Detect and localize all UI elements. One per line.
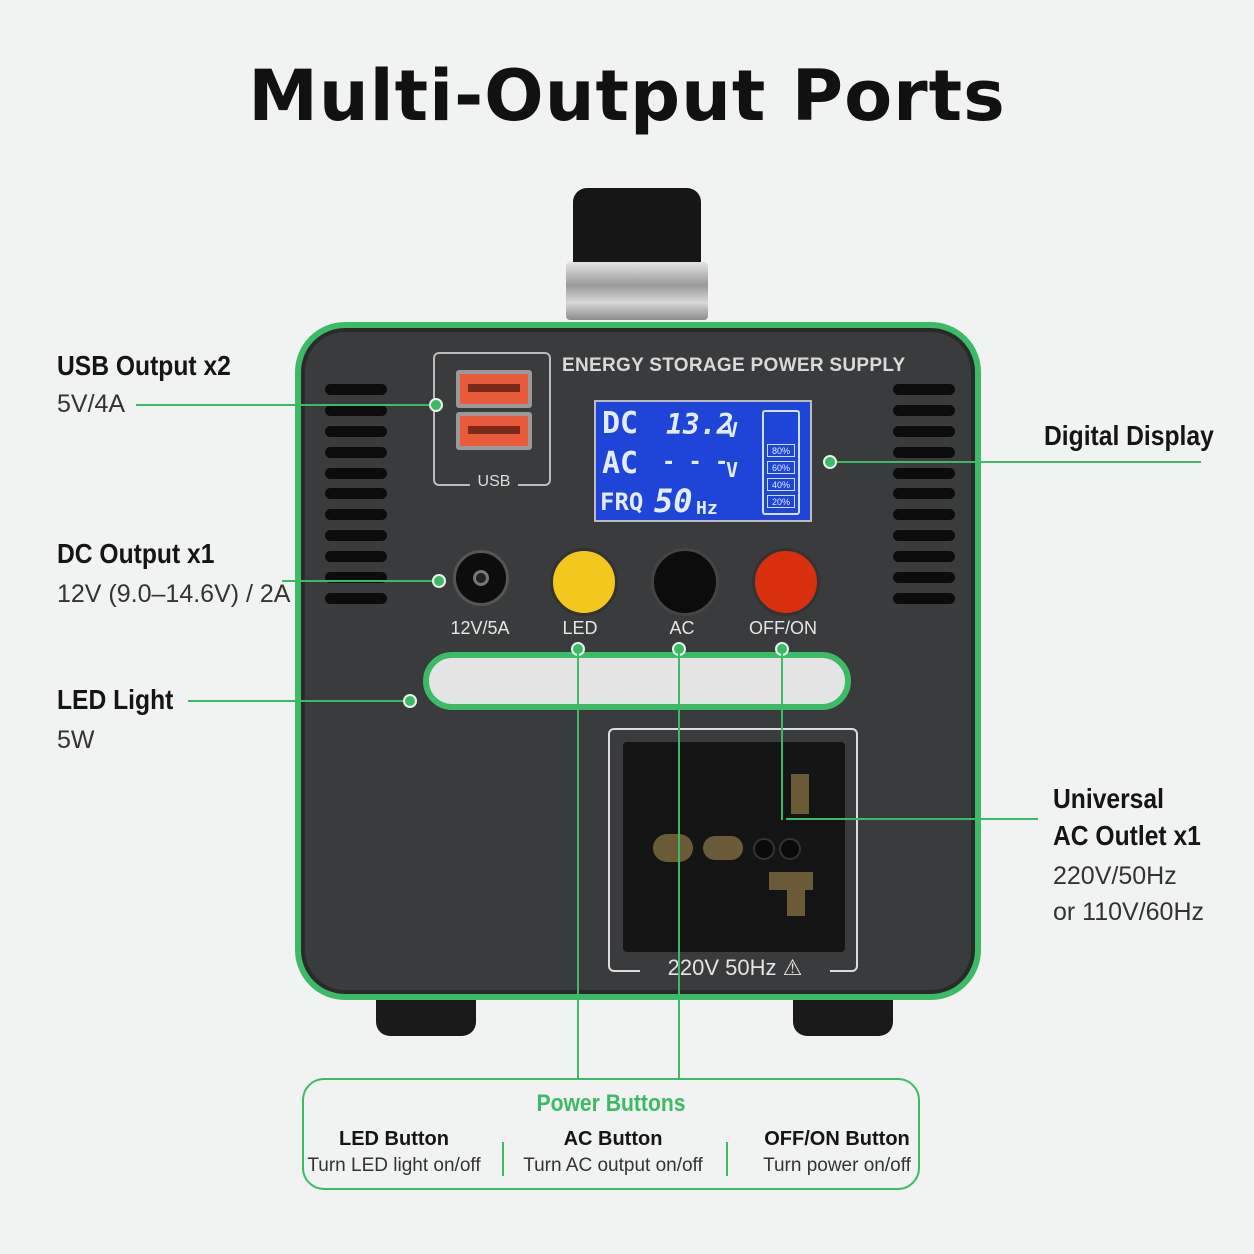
ac-button-desc: Turn AC output on/off [523,1155,703,1176]
vent-right [893,384,955,604]
ac-button-label: AC [669,618,695,638]
ac-button-leader [678,650,680,1080]
power-button-info: OFF/ON Button Turn power on/off [737,1128,937,1177]
ac-callout-title-2: AC Outlet x1 [1053,820,1201,851]
ac-callout-spec-2: or 110V/60Hz [1053,898,1205,926]
display-callout-dot [823,455,837,469]
ac-callout-line [786,818,1038,820]
ac-button-name: AC Button [563,1128,663,1150]
led-callout-dot [403,694,417,708]
dc-callout-line [282,580,437,582]
usb-port-label: USB [470,473,518,491]
battery-level-40: 40% [767,478,795,491]
digital-display: DC 13.2 V AC - - - V FRQ 50 Hz [594,400,812,522]
power-button-desc: Turn power on/off [763,1155,911,1176]
lcd-dc-unit: V [726,418,739,442]
ac-callout-title-1: Universal [1053,783,1164,814]
battery-level-80: 80% [767,444,795,457]
led-callout-spec: 5W [57,726,95,754]
power-button-label: OFF/ON [749,618,817,638]
led-callout-title: LED Light [57,684,174,715]
ac-outlet-label: 220V 50Hz ⚠ [640,955,830,981]
lcd-frq-unit: Hz [696,498,718,519]
usb-callout-spec: 5V/4A [57,390,126,418]
led-button[interactable] [550,548,618,616]
power-button-leader [781,650,783,820]
panel-divider-1 [502,1142,504,1176]
lcd-ac-label: AC [602,446,639,481]
brand-text: ENERGY STORAGE POWER SUPPLY [562,355,906,376]
battery-level-20: 20% [767,495,795,508]
dc-output-jack[interactable] [453,550,509,606]
panel-divider-2 [726,1142,728,1176]
lcd-ac-unit: V [726,458,739,482]
power-button[interactable] [752,548,820,616]
power-buttons-title: Power Buttons [536,1090,686,1117]
page-title: Multi-Output Ports [248,55,1006,137]
lcd-frq-value: 50 [654,482,693,520]
lcd-ac-value: - - - [662,450,729,475]
led-button-label: LED [562,618,598,638]
dc-callout-dot [432,574,446,588]
dc-jack-label: 12V/5A [450,618,510,638]
lcd-frq-label: FRQ [600,488,644,516]
led-button-leader [577,650,579,1080]
ac-callout-spec-1: 220V/50Hz [1053,862,1177,890]
dc-callout-spec: 12V (9.0–14.6V) / 2A [57,580,291,608]
led-callout-line [188,700,410,702]
usb-port-2[interactable] [456,412,532,450]
ac-button[interactable] [651,548,719,616]
power-buttons-panel [302,1078,920,1190]
display-callout-line [832,461,1201,463]
led-button-name: LED Button [339,1128,449,1150]
lcd-dc-label: DC [602,406,639,441]
usb-port-1[interactable] [456,370,532,408]
battery-level-60: 60% [767,461,795,474]
power-button-name: OFF/ON Button [764,1128,910,1150]
led-light-bar [423,652,851,710]
usb-callout-dot [429,398,443,412]
dc-callout-title: DC Output x1 [57,538,215,569]
ac-button-info: AC Button Turn AC output on/off [513,1128,713,1177]
device-foot-left [376,996,476,1036]
display-callout-title: Digital Display [1044,420,1214,451]
usb-callout-title: USB Output x2 [57,350,231,381]
carry-handle [573,188,701,268]
vent-left [325,384,387,604]
lcd-dc-value: 13.2 [666,408,734,441]
universal-ac-outlet[interactable] [623,742,845,952]
led-button-info: LED Button Turn LED light on/off [294,1128,494,1177]
device-foot-right [793,996,893,1036]
usb-callout-line [136,404,433,406]
handle-bracket [566,262,708,320]
led-button-desc: Turn LED light on/off [307,1155,481,1176]
battery-icon: 80% 60% 40% 20% [762,410,800,515]
